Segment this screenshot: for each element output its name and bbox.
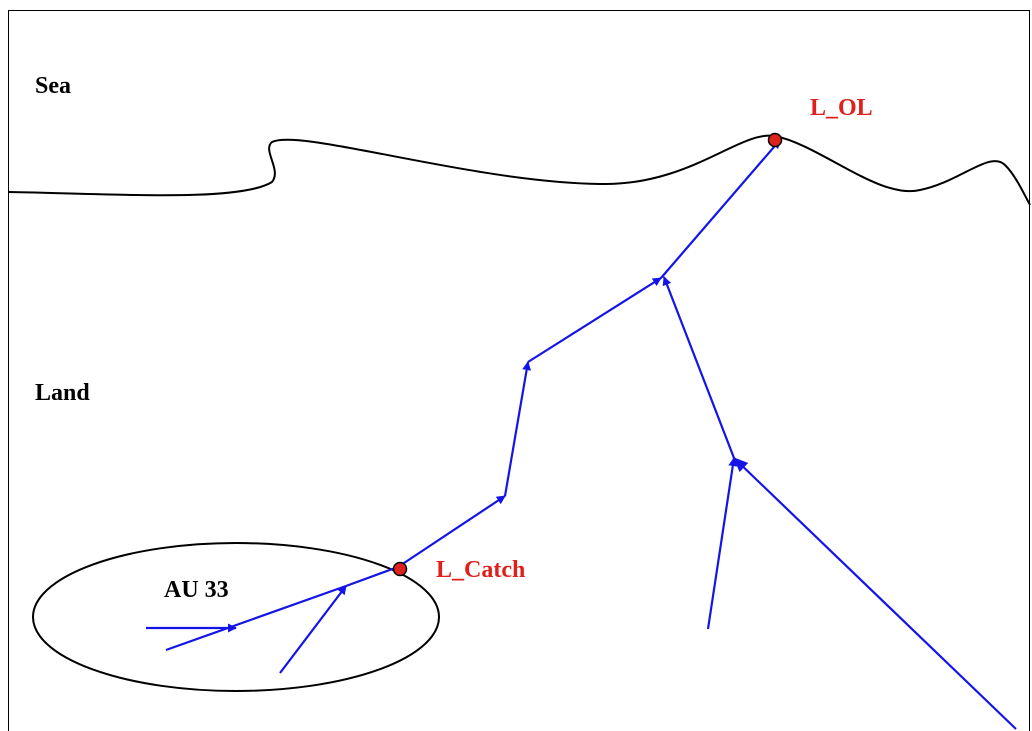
- diagram-frame: [8, 10, 1030, 731]
- river-east-tributary-southeast: [733, 457, 1017, 730]
- river-main-to-catch: [345, 565, 399, 588]
- river-main-seg-3: [527, 277, 662, 363]
- river-main-seg-1: [397, 495, 506, 568]
- river-tributary-south: [279, 585, 347, 674]
- catchment-point: [392, 561, 408, 577]
- sea-label: Sea: [35, 73, 71, 99]
- land-label: Land: [35, 380, 90, 406]
- coastline: [8, 134, 1031, 206]
- river-main-seg-2: [503, 361, 532, 497]
- outlet-point: [767, 132, 783, 148]
- assessment-unit-ellipse: [32, 542, 440, 692]
- river-east-branch: [662, 276, 736, 459]
- river-east-tributary-south: [706, 457, 738, 630]
- river-main-seg-4: [660, 139, 781, 279]
- assessment-unit-label: AU 33: [164, 577, 229, 603]
- river-main-lower: [165, 584, 347, 652]
- catchment-point-label: L_Catch: [436, 557, 525, 583]
- outlet-point-label: L_OL: [810, 95, 873, 121]
